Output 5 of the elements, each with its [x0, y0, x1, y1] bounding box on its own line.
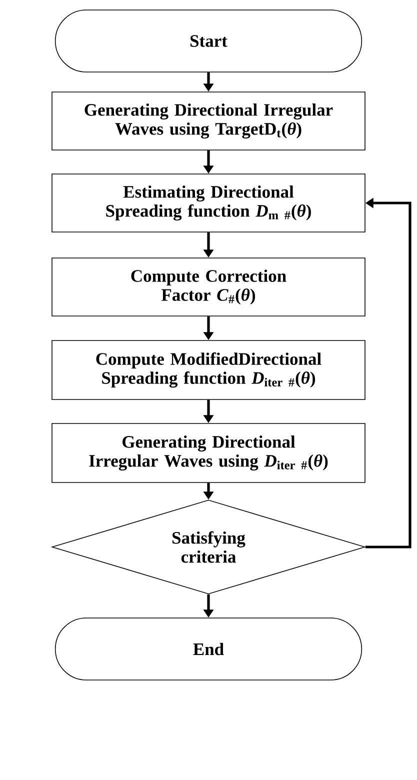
process-box: Generating Directional Irregular Waves using D$_{iter #}$(θ) — [52, 423, 366, 483]
process-box: Compute Correction Factor C$_{#}$(θ) — [52, 258, 366, 316]
process-box: Generating Directional Irregular Waves using TargetD$_{t}$(θ) — [52, 92, 366, 150]
process-box: Estimating Directional Spreading function D$_{m #}$(θ) — [52, 174, 366, 232]
process-box: Compute ModifiedDirectional Spreading function D$_{iter #}$(θ) — [52, 340, 366, 400]
